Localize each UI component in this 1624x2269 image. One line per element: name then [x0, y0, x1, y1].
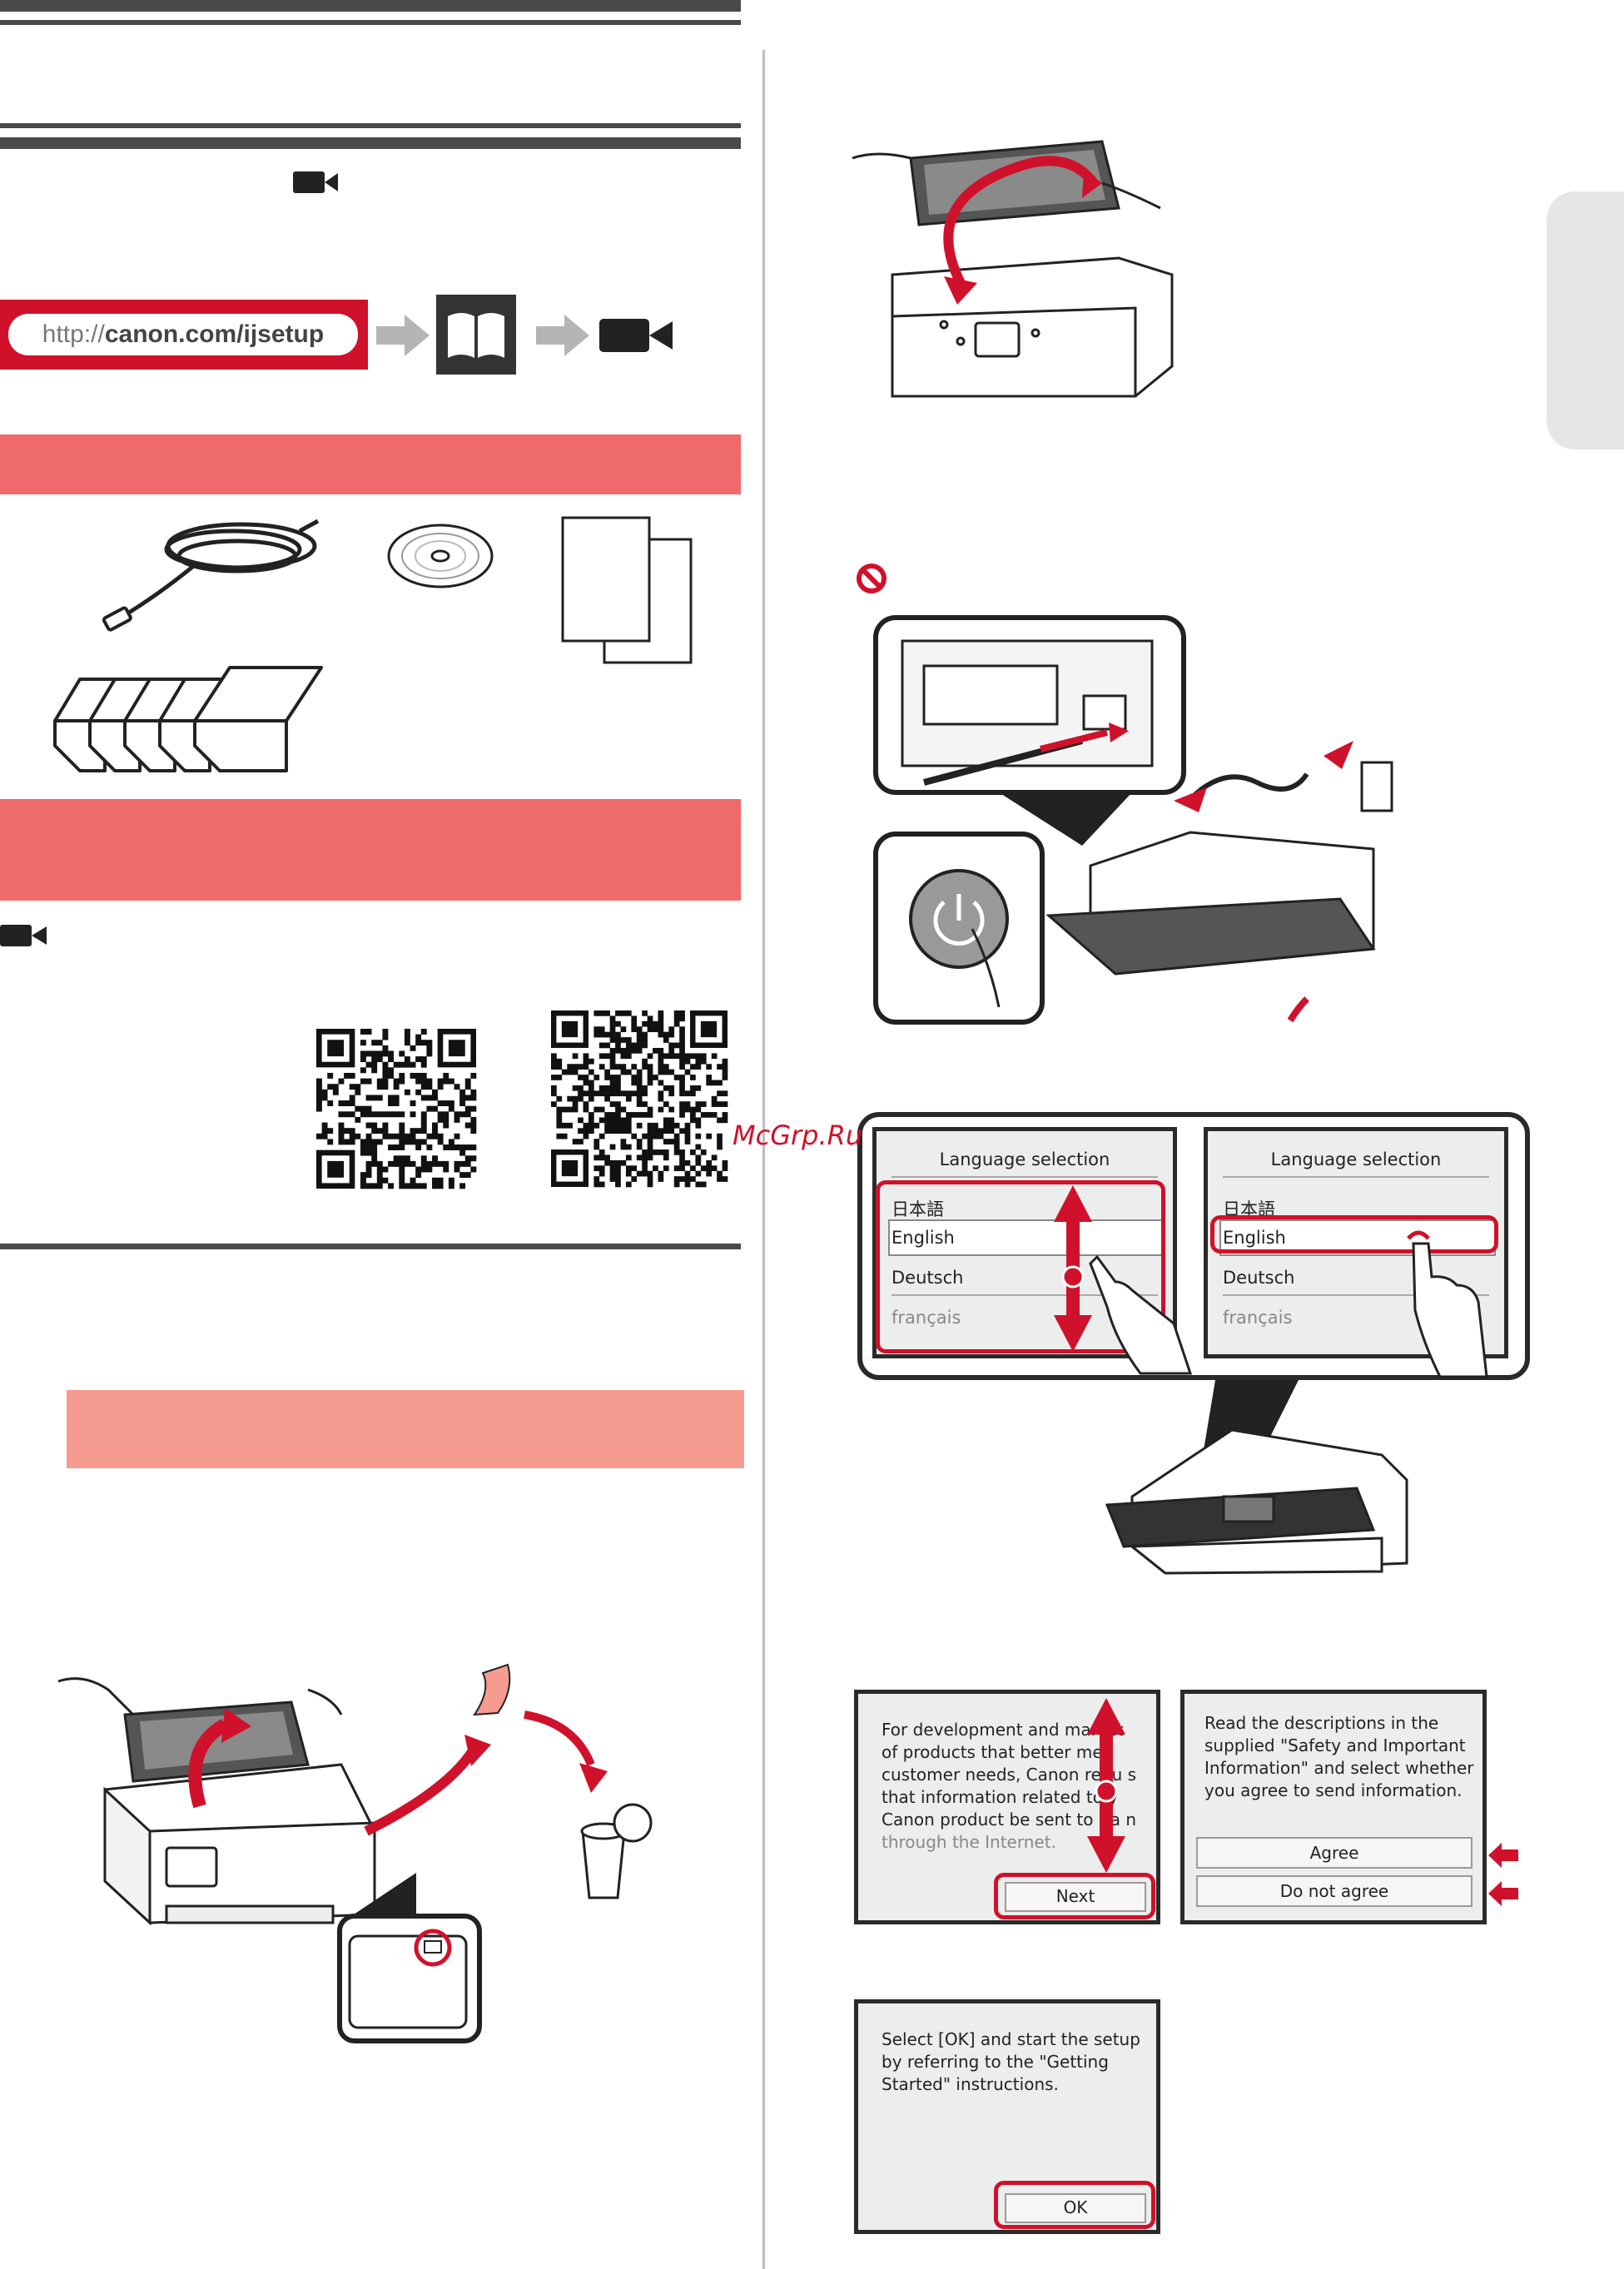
ok-screen-line-3: Started" instructions. — [882, 2074, 1059, 2094]
ok-screen-line-2: by referring to the "Getting — [882, 2052, 1109, 2072]
agreement-line-4: you agree to send information. — [1204, 1780, 1463, 1800]
section-rule-2 — [0, 137, 741, 149]
power-cord-icon — [102, 519, 320, 632]
consent-line-1: For development and market — [882, 1720, 1124, 1740]
ok-button[interactable]: OK — [1005, 2193, 1146, 2223]
arrow-left-icon — [1488, 1881, 1518, 1906]
consent-line-2: of products that better mee — [882, 1742, 1113, 1762]
language-screen-title: Language selection — [939, 1149, 1110, 1169]
lang-item-japanese[interactable]: 日本語 — [891, 1199, 944, 1219]
qr-code-right[interactable] — [551, 1010, 728, 1189]
printer-remove-tape-illustration — [57, 1663, 653, 2043]
scroll-highlight — [876, 1180, 1165, 1353]
do-not-agree-button[interactable]: Do not agree — [1196, 1875, 1473, 1907]
language-side-tab — [1547, 191, 1624, 449]
lang-item-french[interactable]: français — [1223, 1308, 1293, 1328]
scroll-up-down-arrow-icon — [1054, 1185, 1092, 1352]
top-rule-thin — [0, 20, 741, 25]
qr-code-left[interactable] — [316, 1029, 477, 1189]
setup-url-box[interactable]: http://canon.com/ijsetup — [0, 300, 368, 370]
ok-screen-line-1: Select [OK] and start the setup — [882, 2029, 1140, 2049]
section-rule-3 — [0, 1244, 741, 1249]
english-highlight — [1210, 1215, 1498, 1254]
agreement-line-1: Read the descriptions in the — [1204, 1713, 1439, 1733]
printer-open-scanner-illustration — [852, 140, 1174, 398]
connect-power-cord-illustration — [873, 615, 1393, 1025]
lang-item-english-highlight — [888, 1219, 1165, 1256]
arrow-right-icon — [536, 315, 589, 356]
consent-line-5: Canon product be sent to Ca n — [882, 1810, 1137, 1830]
scroll-up-down-arrow-icon — [1087, 1698, 1125, 1873]
manual-book-icon — [436, 295, 516, 375]
lang-item-english[interactable]: English — [1223, 1228, 1286, 1248]
manuals-documents-icon — [561, 516, 693, 664]
lang-item-german[interactable]: Deutsch — [891, 1268, 964, 1288]
lang-item-german[interactable]: Deutsch — [1223, 1268, 1295, 1288]
section-band-box-contents — [0, 434, 741, 494]
consent-line-4: that information related to y — [882, 1787, 1119, 1807]
url-domain: canon.com/ijsetup — [104, 320, 325, 348]
lang-item-english[interactable]: English — [891, 1228, 955, 1248]
consent-line-6: through the Internet. — [882, 1832, 1056, 1852]
section-band-remove-materials — [67, 1390, 744, 1468]
prohibited-icon — [857, 564, 886, 593]
printer-touchscreen-illustration — [1105, 1380, 1408, 1575]
tapping-hand-icon — [1407, 1230, 1488, 1378]
arrow-right-icon — [376, 315, 430, 356]
agreement-line-3: Information" and select whether — [1204, 1758, 1474, 1778]
agreement-line-2: supplied "Safety and Important — [1204, 1735, 1466, 1755]
ink-tanks-icon — [53, 666, 323, 772]
top-rule-thick — [0, 0, 741, 12]
url-prefix: http:// — [42, 320, 105, 348]
video-camera-icon — [599, 319, 673, 352]
next-highlight — [994, 1873, 1155, 1919]
setup-cd-icon — [387, 524, 494, 588]
start-setup-screen: Select [OK] and start the setup by refer… — [854, 1999, 1160, 2234]
lang-item-french[interactable]: français — [891, 1308, 961, 1328]
section-rule-1 — [0, 123, 741, 128]
column-divider — [762, 50, 765, 2269]
agree-button[interactable]: Agree — [1196, 1837, 1473, 1869]
agreement-screen: Read the descriptions in the supplied "S… — [1180, 1690, 1487, 1924]
watermark: McGrp.Ru — [733, 1120, 863, 1151]
language-screen-select: Language selection 日本語 English Deutsch f… — [1204, 1127, 1508, 1358]
video-camera-icon — [0, 925, 47, 946]
setup-url[interactable]: http://canon.com/ijsetup — [8, 314, 358, 355]
arrow-left-icon — [1488, 1843, 1518, 1868]
language-screen-title: Language selection — [1270, 1149, 1442, 1169]
next-button[interactable]: Next — [1005, 1882, 1146, 1912]
section-band-videos — [0, 799, 741, 901]
consent-line-3: customer needs, Canon requ s — [882, 1765, 1137, 1785]
tapping-hand-icon — [1089, 1254, 1193, 1375]
video-camera-icon — [293, 171, 338, 193]
ok-highlight — [994, 2181, 1155, 2229]
